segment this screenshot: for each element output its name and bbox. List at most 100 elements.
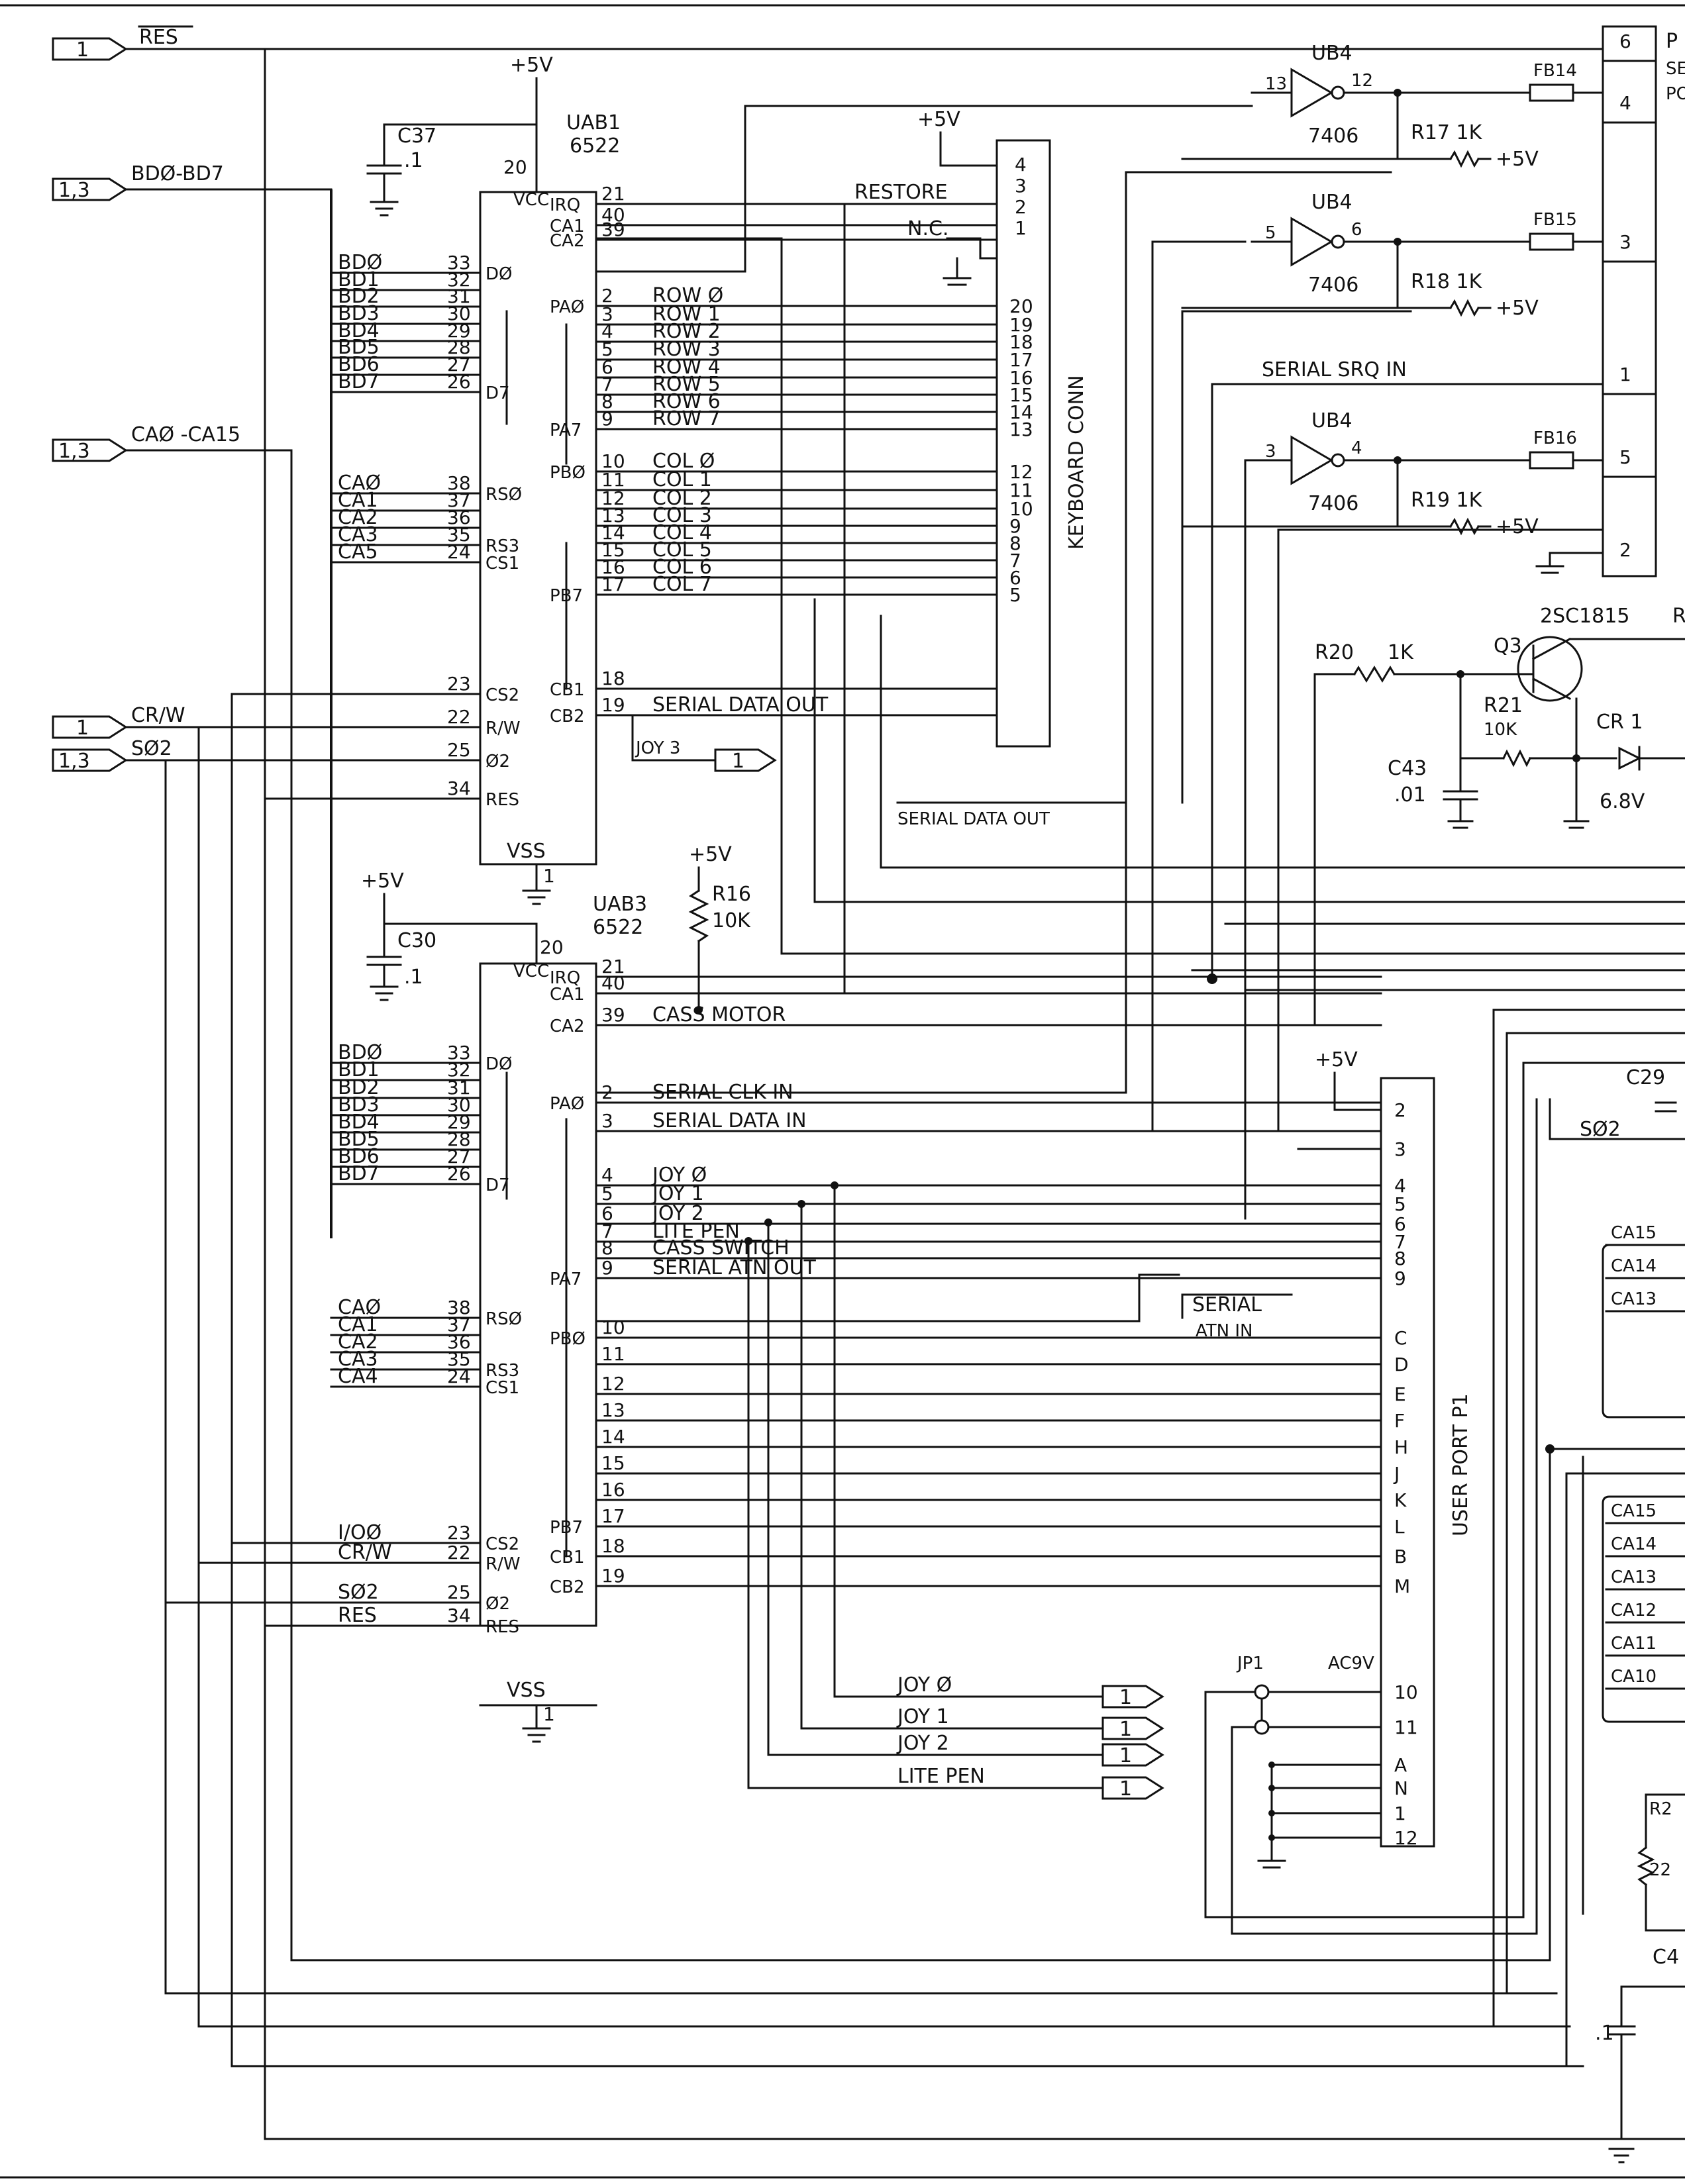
ca-label: CA15 — [1611, 1501, 1657, 1521]
junction — [744, 1237, 752, 1245]
keyboard-pin-number: 18 — [1009, 331, 1033, 353]
net-label: ROW 6 — [652, 390, 721, 413]
pin-name: CA2 — [550, 1017, 584, 1036]
ferrite-label: FB15 — [1533, 210, 1577, 230]
ferrite-bead — [1529, 232, 1574, 251]
net-label: CAØ — [338, 472, 381, 495]
user-port-ac9v: AC9V — [1328, 1654, 1374, 1673]
offpage-ref: 1,3 — [58, 179, 90, 202]
inverter-part: 7406 — [1308, 273, 1358, 297]
pin-name: CS1 — [485, 1378, 519, 1398]
ca-label: CA13 — [1611, 1289, 1657, 1309]
r16-value: 10K — [712, 909, 751, 932]
user-port-pin-number: 3 — [1394, 1138, 1406, 1160]
c30-capacitor: +5V C30 .1 — [361, 869, 538, 1001]
serial-conn-label: SE — [1666, 59, 1685, 79]
pin-number: 13 — [601, 1399, 625, 1421]
serial-pin-number: 4 — [1619, 92, 1631, 114]
pin-number: 25 — [447, 1581, 471, 1603]
net-label-serial-srq: SERIAL SRQ IN — [1262, 358, 1407, 381]
q3-ref: Q3 — [1494, 634, 1522, 658]
keyboard-pin-number: 4 — [1015, 154, 1027, 175]
pin-name: IRQ — [550, 195, 580, 215]
net-label: CA1 — [338, 1313, 378, 1336]
user-port-pin-number: 2 — [1394, 1099, 1406, 1121]
user-port-pin-number: L — [1394, 1516, 1405, 1538]
user-port-pin-number: E — [1394, 1383, 1406, 1405]
net-label: CAØ — [338, 1296, 381, 1319]
net-label: BD6 — [338, 353, 380, 376]
net-label-joy3: JOY 3 — [635, 738, 680, 758]
pin-number: 16 — [601, 556, 625, 578]
net-label: JOY 2 — [651, 1202, 704, 1225]
pullup-supply: +5V — [1496, 515, 1539, 538]
pin-number: 16 — [601, 1479, 625, 1501]
net-label: COL 4 — [652, 521, 712, 544]
q3-trunc: R — [1672, 605, 1685, 628]
pin-name: CS1 — [485, 554, 519, 573]
pin-name: CB2 — [550, 707, 585, 726]
pin-number: 6 — [601, 1203, 613, 1224]
net-label: RES — [338, 1604, 377, 1627]
pin-number: 32 — [447, 1059, 471, 1081]
pin-number: 30 — [447, 1094, 471, 1116]
r21-resistor: R21 10K — [1459, 673, 1617, 829]
pin-name: RES — [485, 790, 519, 810]
user-port-pin-number: 10 — [1394, 1681, 1418, 1703]
net-label: BD1 — [338, 268, 380, 291]
r20-name: R20 — [1315, 641, 1354, 664]
uab1-vss: VSS — [507, 840, 546, 863]
junction — [797, 1200, 805, 1208]
pin-number: 10 — [601, 450, 625, 472]
keyboard-nc: N.C. — [907, 217, 948, 240]
joy-offpage-connector — [1101, 1716, 1164, 1740]
net-label: CR/W — [338, 1541, 392, 1564]
net-label: CA5 — [338, 540, 378, 564]
net-label: COL 1 — [652, 468, 712, 491]
pin-number: 27 — [447, 1146, 471, 1167]
net-label: BD4 — [338, 1111, 380, 1134]
user-port-connector: USER PORT P1 +5V AC9V JP1 23456789CDEFHJ… — [1204, 1048, 1538, 1935]
ca-label: CA11 — [1611, 1634, 1657, 1654]
net-label-so2: SØ2 — [131, 737, 172, 760]
r20-value: 1K — [1388, 641, 1414, 664]
pin-number: 34 — [447, 1605, 471, 1626]
pin-number: 13 — [601, 505, 625, 526]
serial-pin-number: 2 — [1619, 539, 1631, 561]
pin-number: 7 — [601, 1220, 613, 1242]
net-label: CA2 — [338, 1330, 378, 1354]
keyboard-pin-number: 17 — [1009, 349, 1033, 371]
pin-number: 28 — [447, 1128, 471, 1150]
ca-label: CA10 — [1611, 1667, 1657, 1687]
c4-value: .1 — [1595, 2022, 1614, 2045]
user-port-pin-number: J — [1393, 1463, 1400, 1485]
supply-label: +5V — [917, 108, 960, 131]
net-label: BD3 — [338, 1093, 380, 1117]
user-port-title: USER PORT P1 — [1449, 1393, 1472, 1536]
pin-number: 36 — [447, 1331, 471, 1353]
pin-name: D7 — [485, 383, 510, 403]
pin-number: 19 — [601, 694, 625, 716]
inverter-ref: UB4 — [1311, 409, 1353, 432]
serial-pin-number: 5 — [1619, 446, 1631, 468]
pin-number: 28 — [447, 336, 471, 358]
pin-number: 25 — [447, 739, 471, 761]
c30-name: C30 — [397, 929, 436, 952]
pin-number: 11 — [601, 1343, 625, 1365]
inverter-body — [1290, 435, 1333, 485]
uab1-ref: UAB1 — [566, 111, 621, 134]
pin-name: CA1 — [550, 985, 584, 1005]
net-label: BD2 — [338, 1076, 380, 1099]
pullup-supply: +5V — [1496, 297, 1539, 320]
ca-bracket — [1602, 1495, 1685, 1723]
pullup-supply: +5V — [1496, 148, 1539, 171]
joy-net-label: JOY Ø — [896, 1673, 952, 1697]
q3-transistor: 2SC1815 Q3 R — [1494, 605, 1685, 702]
keyboard-pin-number: 12 — [1009, 461, 1033, 483]
keyboard-pin-number: 13 — [1009, 419, 1033, 440]
keyboard-pin-number: 1 — [1015, 217, 1027, 239]
